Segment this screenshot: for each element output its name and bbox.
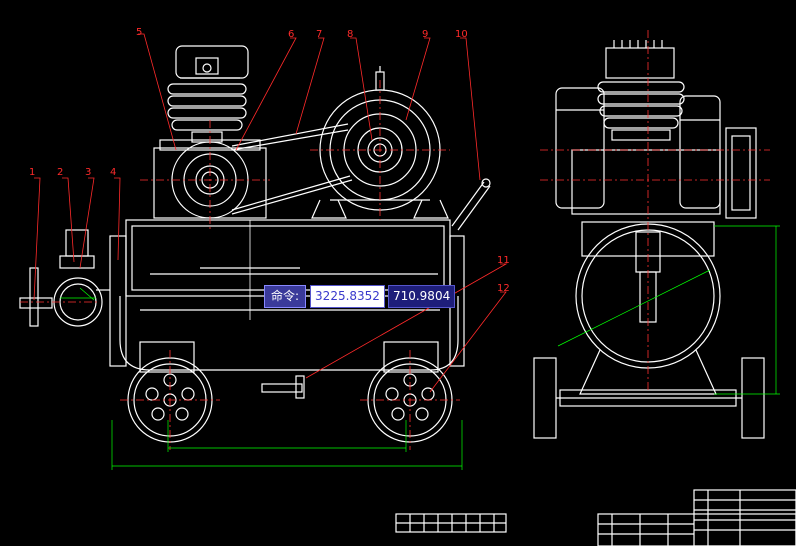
- handle: [451, 178, 491, 231]
- cylinder-head: [167, 45, 249, 143]
- callout-11: 11: [497, 255, 510, 266]
- right-wheel-bracket: [383, 341, 439, 373]
- leader-lines: [33, 33, 508, 393]
- dimension-lines: [60, 225, 780, 470]
- left-wheel-bracket: [139, 341, 195, 373]
- y-coordinate-input[interactable]: 710.9804: [387, 285, 456, 308]
- drain-valve: [261, 375, 305, 399]
- x-coordinate-input[interactable]: 3225.8352: [310, 285, 385, 308]
- callout-5: 5: [136, 27, 143, 38]
- callout-6: 6: [288, 29, 295, 40]
- cursor-crosshair: [200, 220, 300, 320]
- callout-12: 12: [497, 283, 510, 294]
- centerlines: [20, 30, 770, 450]
- side-motor: [555, 87, 757, 219]
- callout-9: 9: [422, 29, 429, 40]
- callout-1: 1: [29, 167, 36, 178]
- air-tank: [109, 219, 465, 371]
- callout-10: 10: [455, 29, 468, 40]
- callout-4: 4: [110, 167, 117, 178]
- callout-7: 7: [316, 29, 323, 40]
- callout-2: 2: [57, 167, 64, 178]
- side-cylinder-head: [597, 40, 685, 141]
- command-label: 命令:: [264, 285, 307, 308]
- pressure-gauge: [19, 229, 110, 327]
- callout-8: 8: [347, 29, 354, 40]
- coordinate-input-tooltip[interactable]: 命令: 3225.8352 710.9804: [264, 285, 456, 308]
- callout-3: 3: [85, 167, 92, 178]
- title-block: [395, 489, 796, 546]
